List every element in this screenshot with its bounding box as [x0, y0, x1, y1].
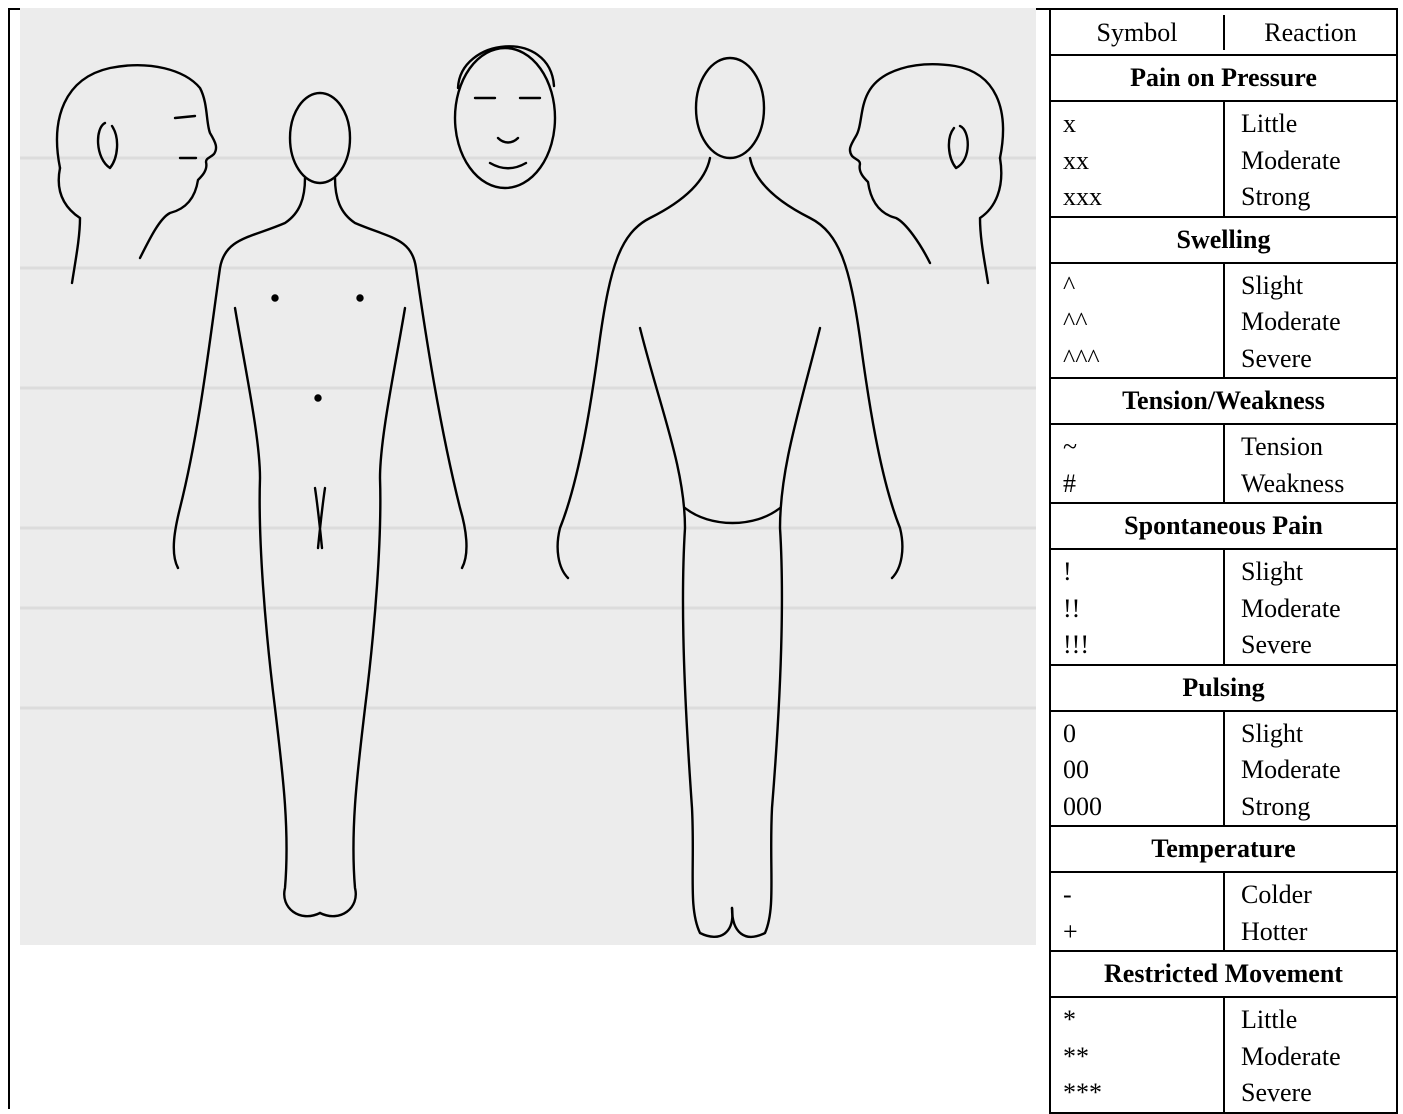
symbol-cell: *** [1063, 1075, 1223, 1112]
section-title: Pain on Pressure [1051, 56, 1396, 102]
symbol-cell: - [1063, 877, 1223, 914]
symbol-cell: + [1063, 914, 1223, 951]
symbol-cell: ^^^ [1063, 341, 1223, 378]
reaction-cell: Strong [1241, 179, 1396, 216]
reaction-cell: Moderate [1241, 143, 1396, 180]
reaction-cell: Colder [1241, 877, 1396, 914]
section-title-text: Pulsing [1182, 673, 1264, 702]
section-title: Swelling [1051, 218, 1396, 264]
reaction-cell: Severe [1241, 341, 1396, 378]
header-symbol: Symbol [1051, 15, 1225, 50]
symbol-cell: ** [1063, 1039, 1223, 1076]
symbol-cell: 0 [1063, 716, 1223, 753]
section-title-text: Spontaneous Pain [1124, 511, 1323, 540]
reaction-cell: Strong [1241, 789, 1396, 826]
section-title: Tension/Weakness [1051, 379, 1396, 425]
section-title: Pulsing [1051, 666, 1396, 712]
symbol-cell: x [1063, 106, 1223, 143]
reaction-cell: Moderate [1241, 1039, 1396, 1076]
symbol-cell: * [1063, 1002, 1223, 1039]
reaction-cell: Moderate [1241, 304, 1396, 341]
reaction-cell: Moderate [1241, 752, 1396, 789]
symbol-cell: ~ [1063, 429, 1223, 466]
reaction-cell: Moderate [1241, 591, 1396, 628]
reaction-cell: Slight [1241, 716, 1396, 753]
symbol-cell: ^^ [1063, 304, 1223, 341]
section-title-text: Swelling [1177, 225, 1271, 254]
reaction-cell: Little [1241, 1002, 1396, 1039]
symbol-cell: !! [1063, 591, 1223, 628]
symbol-column: -+ [1051, 873, 1225, 950]
symbol-cell: !!! [1063, 627, 1223, 664]
section-title-text: Pain on Pressure [1130, 63, 1317, 92]
reaction-cell: Severe [1241, 1075, 1396, 1112]
symbol-cell: xx [1063, 143, 1223, 180]
symbol-column: ~# [1051, 425, 1225, 502]
reaction-cell: Slight [1241, 268, 1396, 305]
symbol-cell: 000 [1063, 789, 1223, 826]
symbol-column: ^^^^^^ [1051, 264, 1225, 378]
body-chart-figure [20, 8, 1036, 945]
reaction-cell: Little [1241, 106, 1396, 143]
symbol-column: !!!!!! [1051, 550, 1225, 664]
body-outline-drawing [20, 8, 1036, 945]
section-title: Restricted Movement [1051, 952, 1396, 998]
symbol-cell: # [1063, 466, 1223, 503]
reaction-cell: Slight [1241, 554, 1396, 591]
reaction-cell: Hotter [1241, 914, 1396, 951]
section-title-text: Restricted Movement [1104, 959, 1343, 988]
legend-header-row: Symbol Reaction [1051, 10, 1396, 56]
reaction-cell: Severe [1241, 627, 1396, 664]
symbol-cell: ^ [1063, 268, 1223, 305]
section-title-text: Temperature [1151, 834, 1295, 863]
symbol-column: ****** [1051, 998, 1225, 1112]
reaction-cell: Weakness [1241, 466, 1396, 503]
symbol-cell: 00 [1063, 752, 1223, 789]
header-reaction: Reaction [1225, 15, 1396, 50]
section-title: Temperature [1051, 827, 1396, 873]
symbol-cell: ! [1063, 554, 1223, 591]
reaction-cell: Tension [1241, 429, 1396, 466]
symbol-cell: xxx [1063, 179, 1223, 216]
section-title: Spontaneous Pain [1051, 504, 1396, 550]
section-title-text: Tension/Weakness [1122, 386, 1325, 415]
